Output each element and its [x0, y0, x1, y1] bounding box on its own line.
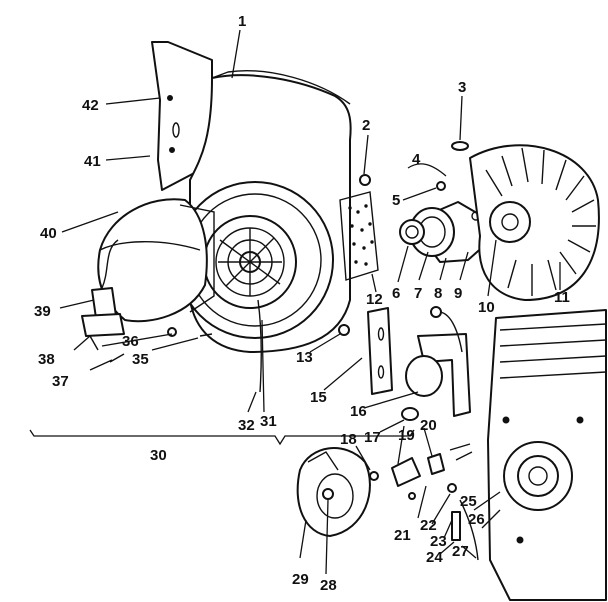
leader-lines: [59, 29, 561, 575]
starter-cup-assembly: [399, 201, 487, 263]
callout-23: 23: [430, 533, 447, 550]
callout-26: 26: [468, 511, 485, 528]
callout-21: 21: [394, 527, 411, 544]
callout-9: 9: [454, 285, 462, 302]
flywheel-key: [451, 141, 469, 151]
callout-7: 7: [414, 285, 422, 302]
callout-13: 13: [296, 349, 313, 366]
callout-5: 5: [392, 192, 400, 209]
clutch-housing: [296, 447, 371, 537]
callout-31: 31: [260, 413, 277, 430]
callout-28: 28: [320, 577, 337, 594]
callout-32: 32: [238, 417, 255, 434]
starter-rope: [257, 299, 263, 393]
callout-2: 2: [362, 117, 370, 134]
callout-3: 3: [458, 79, 466, 96]
callout-40: 40: [40, 225, 57, 242]
callout-6: 6: [392, 285, 400, 302]
callout-38: 38: [38, 351, 55, 368]
screw: [199, 333, 213, 337]
armature-bracket: [367, 307, 393, 395]
callout-27: 27: [452, 543, 469, 560]
callout-15: 15: [310, 389, 327, 406]
callout-8: 8: [434, 285, 442, 302]
callout-29: 29: [292, 571, 309, 588]
callout-10: 10: [478, 299, 495, 316]
governor-linkage: [369, 407, 479, 561]
housing-screw: [359, 174, 371, 186]
callout-12: 12: [366, 291, 383, 308]
callout-36: 36: [122, 333, 139, 350]
callout-18: 18: [340, 431, 357, 448]
callout-37: 37: [52, 373, 69, 390]
callout-25: 25: [460, 493, 477, 510]
callout-19: 19: [398, 427, 415, 444]
callout-16: 16: [350, 403, 367, 420]
callout-24: 24: [426, 549, 443, 566]
callout-42: 42: [82, 97, 99, 114]
rope-pin: [109, 353, 125, 363]
callout-20: 20: [420, 417, 437, 434]
callout-1: 1: [238, 13, 246, 30]
spring-pin: [436, 181, 446, 191]
callout-39: 39: [34, 303, 51, 320]
starter-handle: [81, 239, 125, 351]
callout-22: 22: [420, 517, 437, 534]
engine-block: [487, 309, 607, 601]
callout-labels: 1 2 3 4 5 6 7 8 9 10 11 12 13 15 16 17 1…: [34, 13, 570, 594]
group-bracket: [29, 429, 415, 446]
starter-reel: [203, 215, 297, 309]
callout-17: 17: [364, 429, 381, 446]
callout-35: 35: [132, 351, 149, 368]
ignition-armature: [405, 306, 471, 417]
callout-30: 30: [150, 447, 167, 464]
callout-41: 41: [84, 153, 101, 170]
flywheel: [469, 144, 600, 301]
callout-11: 11: [554, 289, 570, 306]
callout-4: 4: [412, 151, 421, 168]
shroud-bolt: [338, 324, 350, 336]
